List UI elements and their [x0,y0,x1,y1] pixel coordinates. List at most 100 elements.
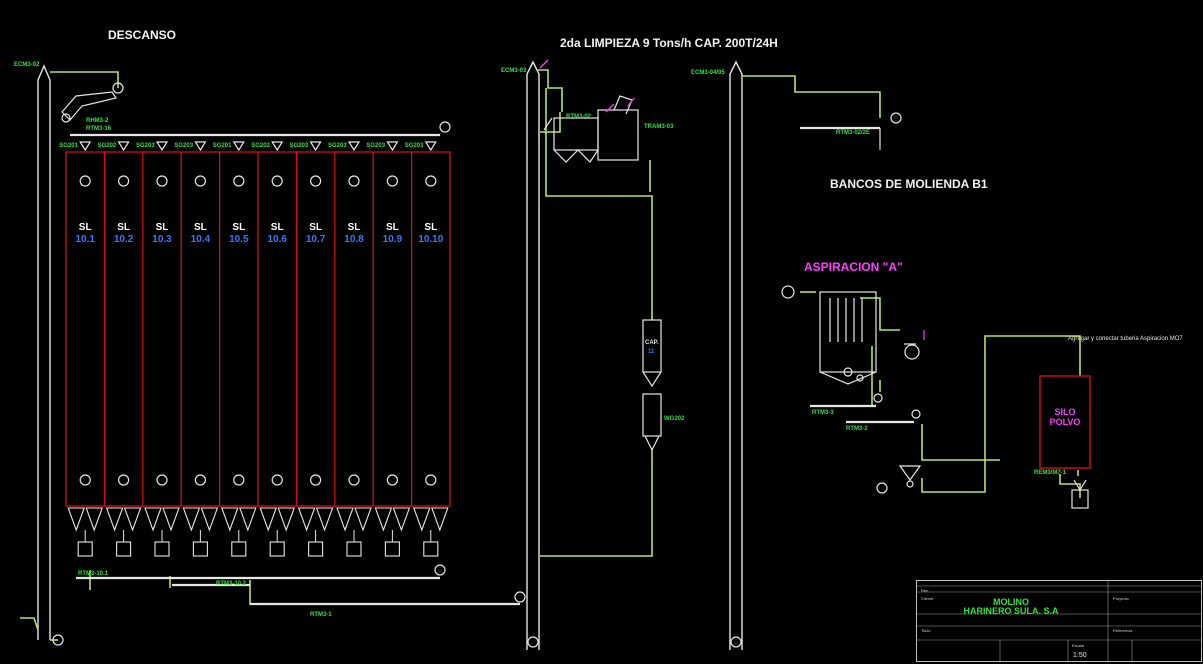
agregar-note: Agregar y conectar tuberia Aspiracion MO… [1068,336,1183,342]
level-sensor-icon [386,474,398,486]
slide-gate-icon [386,141,399,152]
slide-gate-label: SG201 [212,143,232,149]
level-sensor-icon [79,474,91,486]
slide-gate-label: SG203 [404,143,424,149]
silo-polvo [1039,375,1091,469]
feeder-icon [308,541,324,557]
silo-name: SL [270,222,284,233]
pipe-lines [20,69,1081,641]
title-block-lines [916,580,1202,662]
silo-number: 10.6 [267,234,287,245]
hopper-icon [182,507,201,532]
hopper-icon [315,507,334,532]
rtm-2-label: RTM3-2 [846,426,868,432]
level-sensor-icon [271,175,283,187]
conveyor-10-2-label: RTM3-10.2 [216,581,247,587]
bottom-conveyors [76,576,520,606]
feeder-icon [423,541,439,557]
slide-gate-label: SG203 [136,143,155,149]
silo-name: SL [424,222,438,233]
company-name-2: HARINERO SULA. S.A [963,606,1059,616]
hopper-icon [413,507,431,532]
level-sensor-icon [156,474,168,486]
title-block-revision: Rev. [921,588,929,593]
level-sensor-icon [271,474,283,486]
conveyor-motors [52,112,902,648]
hopper-icon [392,507,411,532]
rtm-3-label: RTM3-3 [812,410,834,416]
silo-number: 10.7 [305,234,326,245]
title-block-cliente: Cliente [921,596,934,601]
hopper-icon [259,507,277,532]
level-sensor-icon [310,175,322,187]
bucket-elevator-1 [37,64,51,640]
level-sensor-icon [310,474,322,486]
silo-polvo-line2: POLVO [1049,417,1081,427]
level-sensor-icon [156,175,168,187]
level-sensor-icon [348,474,360,486]
silo-name: SL [194,222,207,233]
bucket-elevator-3 [729,60,743,650]
hopper-icon [123,507,142,532]
hopper-icon [297,507,316,532]
silo-number: 10.5 [229,234,249,245]
silo-name: SL [155,222,169,233]
feeder-icon [384,541,400,557]
conveyor-10-1-label: RTM3-10.1 [78,571,109,577]
hopper-icon [105,507,124,532]
elevator-1-label: ECM3-02 [14,62,40,68]
hopper-icon [85,507,103,532]
slide-gate-label: SG202 [251,143,270,149]
cap-label: CAP. [645,340,659,346]
feeder-icon [116,541,132,557]
slide-gate-icon [194,141,207,152]
level-sensor-icon [117,175,130,187]
feeder-icon [269,541,285,557]
top-conveyor-label: RTM3-16 [86,126,112,132]
hopper-icon [239,507,257,532]
silo-name: SL [232,222,246,233]
silo-marks [67,141,449,557]
hopper-icon [144,507,162,532]
feeder-icon [154,541,170,557]
feeder-icon [77,541,93,557]
level-sensor-icon [117,474,130,486]
slide-gate-icon [347,141,361,152]
bancos-header: BANCOS DE MOLIENDA B1 [830,177,988,191]
incline-conveyor [61,82,124,123]
slide-gate-icon [424,141,437,152]
level-sensor-icon [425,175,437,187]
weigher-label: WG202 [664,416,685,422]
hopper-icon [221,507,239,532]
silo-number: 10.4 [190,234,211,245]
incline-conveyor-label: RHM3-2 [86,118,109,124]
level-sensor-icon [233,474,245,486]
slide-gate-label: SG203 [328,143,347,149]
hopper-icon [277,507,295,532]
silo-number: 10.9 [382,234,403,245]
title-block: Rev. Cliente MOLINO HARINERO SULA. S.A P… [916,580,1202,662]
level-sensor-icon [348,175,360,187]
silo-polvo-line1: SILO [1054,407,1076,417]
aspiracion-header: ASPIRACION "A" [804,260,903,274]
silo-name: SL [78,222,92,233]
slide-gate-icon [271,141,284,152]
silo-number: 10.2 [113,234,134,245]
conveyor-1-label: RTM3-1 [310,612,332,618]
rtm-02e-label: RTM3-02/2E [836,130,871,136]
bucket-elevator-2 [526,60,540,650]
slide-gate-icon [232,141,245,152]
cap-number: 11 [648,349,655,355]
silo-polvo-tag: REM3/M7-1 [1034,470,1067,476]
title-block-scale: 1:50 [1073,652,1087,659]
hopper-icon [200,507,219,532]
slide-gate-label: SG203 [174,143,194,149]
title-block-escala: Escala [1072,643,1085,648]
company-name-1: MOLINO [993,597,1029,607]
slide-gate-icon [309,141,322,152]
level-sensor-icon [79,175,91,187]
level-sensor-icon [233,175,245,187]
slide-gate-icon [79,141,92,152]
hopper-icon [354,507,372,532]
